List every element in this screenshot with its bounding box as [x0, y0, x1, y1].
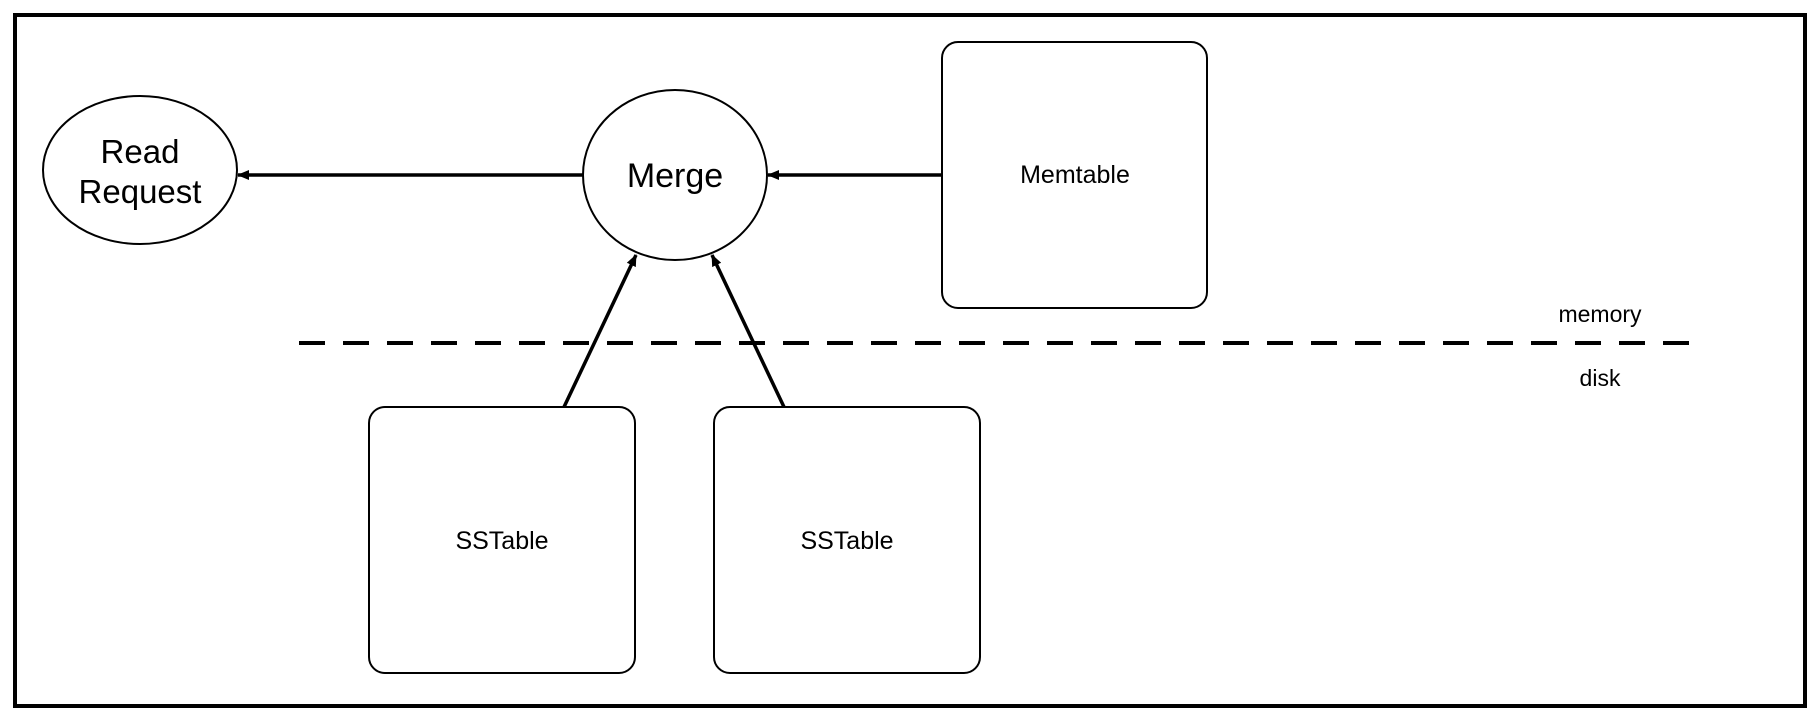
- sstable-1-label: SSTable: [455, 527, 548, 555]
- memtable-label: Memtable: [1020, 161, 1130, 189]
- disk-label: disk: [1580, 365, 1621, 391]
- sstable-2-label: SSTable: [800, 527, 893, 555]
- read-request-label-line2: Request: [79, 173, 202, 210]
- memory-label: memory: [1558, 301, 1642, 327]
- memtable-node: Memtable: [941, 41, 1208, 309]
- diagram-border: [13, 13, 1807, 708]
- sstable-node-1: SSTable: [368, 406, 636, 674]
- merge-node: Merge: [582, 89, 768, 261]
- arrow-sstable2-to-merge: [710, 254, 786, 408]
- merge-label: Merge: [627, 157, 723, 195]
- sstable-node-2: SSTable: [713, 406, 981, 674]
- arrow-sstable1-to-merge: [562, 254, 638, 408]
- read-request-node: Read Request: [42, 95, 238, 245]
- read-request-label-line1: Read: [101, 133, 180, 170]
